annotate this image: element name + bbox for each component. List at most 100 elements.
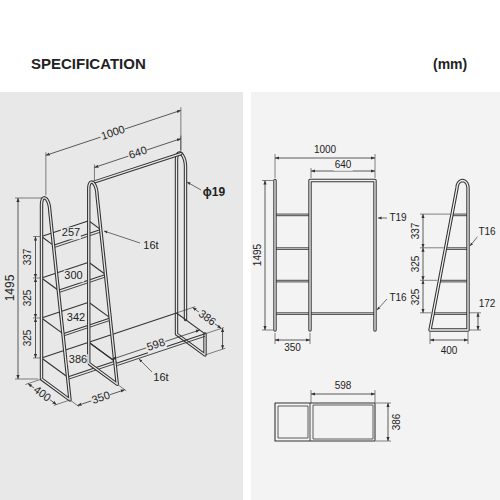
hanging-frame-core — [310, 181, 375, 331]
dimension-value: 1000 — [313, 145, 337, 156]
shelf-plank — [275, 214, 310, 216]
dimension-value: 350 — [283, 343, 302, 354]
iso-panel — [0, 92, 243, 500]
extension-line — [25, 379, 41, 384]
extension-line — [15, 379, 38, 380]
extension-line — [54, 400, 70, 405]
tube-diameter: ϕ19 — [202, 186, 226, 199]
extension-line — [420, 312, 431, 313]
dimension-value: 337 — [23, 248, 34, 267]
ladder-shelf-top — [278, 406, 308, 438]
leader-line — [377, 299, 387, 310]
front-view — [275, 181, 375, 331]
dimension-line — [430, 340, 468, 341]
extension-line — [375, 390, 376, 403]
ladder-frame-core — [430, 181, 468, 331]
dimension-line — [275, 340, 310, 341]
extension-line — [33, 236, 40, 237]
extension-line — [71, 401, 79, 407]
dimension-line — [35, 237, 36, 278]
dimension-value: 325 — [411, 255, 422, 274]
iso-view — [42, 153, 206, 400]
frame-rail — [310, 403, 311, 441]
dimension-value: 325 — [411, 287, 422, 306]
extension-line — [94, 164, 95, 180]
side-view — [430, 181, 468, 331]
dimension-value: 342 — [66, 312, 86, 324]
extension-line — [262, 180, 273, 181]
dimension-value: 325 — [23, 289, 34, 308]
shelf-plank — [433, 313, 468, 315]
dimension-value: 598 — [334, 381, 353, 392]
dimension-value: 400 — [440, 346, 459, 357]
shelf-plank — [446, 248, 468, 250]
extension-line — [420, 280, 437, 281]
extension-line — [469, 312, 481, 313]
dimension-line — [478, 313, 479, 330]
dimension-value: 1495 — [253, 243, 264, 267]
bottom-shelf-top — [313, 405, 373, 439]
extension-line — [33, 317, 40, 318]
extension-line — [33, 357, 40, 358]
shelf-plank — [275, 248, 310, 250]
extension-line — [311, 168, 312, 178]
dimension-line — [193, 308, 222, 329]
dimension-line — [423, 248, 424, 280]
end-frame-core — [177, 153, 206, 355]
dimension-line — [35, 318, 36, 358]
views-panel — [251, 92, 500, 500]
dimension-lines — [15, 107, 481, 441]
leader-line — [378, 218, 387, 219]
extension-line — [262, 330, 273, 331]
hanging-frame — [310, 181, 375, 331]
extension-line — [205, 348, 225, 355]
extension-line — [376, 403, 391, 404]
extension-line — [310, 333, 311, 344]
extension-line — [375, 154, 376, 178]
extension-line — [275, 333, 276, 344]
dimension-line — [94, 139, 180, 168]
shelf-plank — [439, 280, 468, 282]
extension-line — [469, 330, 481, 331]
dimension-line — [423, 280, 424, 313]
extension-line — [177, 307, 196, 313]
dimension-value: 300 — [63, 270, 83, 282]
leader-line — [104, 231, 140, 243]
extension-line — [430, 332, 431, 344]
dimension-value: 172 — [478, 299, 497, 310]
thickness-note: 16t — [152, 372, 169, 384]
shelf-plank — [275, 313, 310, 315]
extension-line — [118, 385, 126, 391]
dimension-line — [388, 403, 389, 441]
ladder-post — [273, 181, 276, 331]
shelf-plank — [310, 313, 375, 315]
leader-line — [187, 182, 201, 190]
ladder-shelf — [42, 302, 111, 333]
extension-line — [311, 390, 312, 403]
extension-line — [468, 332, 469, 344]
dimension-line — [46, 110, 181, 155]
end-frame — [177, 153, 206, 355]
dimension-line — [311, 394, 375, 395]
top-outline — [275, 403, 375, 441]
extension-line — [275, 154, 276, 178]
dimension-line — [423, 214, 424, 248]
top-view — [275, 403, 375, 441]
dimension-value: 386 — [392, 413, 403, 432]
dimension-line — [18, 198, 19, 379]
tube-note: T16 — [388, 293, 407, 304]
extension-line — [15, 198, 43, 199]
dimension-value: 640 — [334, 160, 353, 171]
dimension-line — [222, 328, 223, 349]
ladder-frame — [430, 181, 468, 331]
dimension-value: 257 — [61, 227, 81, 239]
shelf-plank — [452, 214, 468, 216]
shelf-plank — [275, 280, 310, 282]
leader-line — [470, 236, 478, 246]
dimension-value: 1495 — [4, 274, 17, 303]
ladder-frame-core — [89, 182, 118, 384]
dimension-value: 325 — [23, 329, 34, 348]
dimension-line — [265, 181, 266, 331]
